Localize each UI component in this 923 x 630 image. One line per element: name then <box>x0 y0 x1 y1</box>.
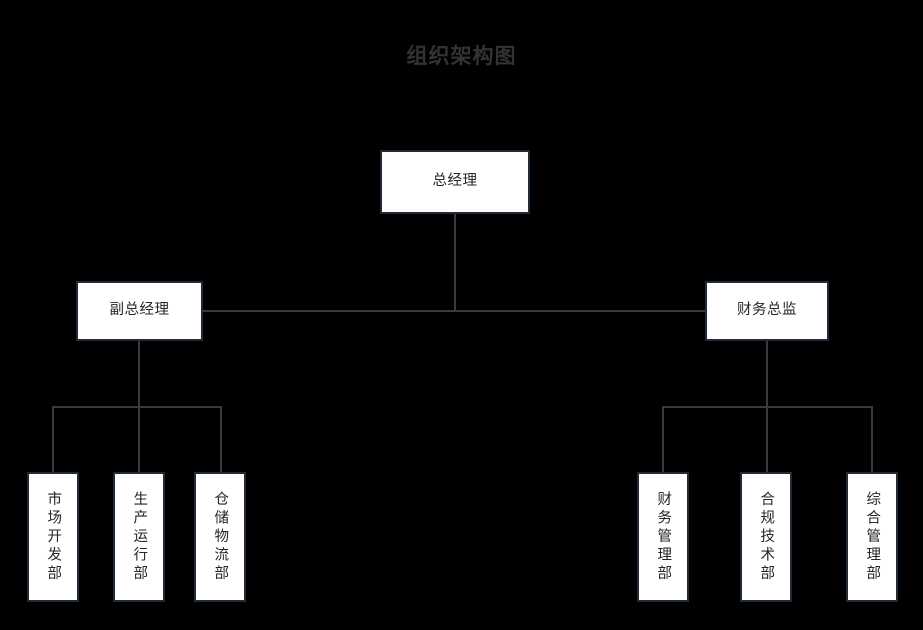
node-finance-director[interactable]: 财务总监 <box>705 281 829 341</box>
node-label-finance-management-dept: 财务管理部 <box>655 490 672 584</box>
connector-dgm-drop-logistics <box>220 406 222 474</box>
connector-cfo-stem <box>766 341 768 408</box>
connector-cfo-drop-admin <box>871 406 873 474</box>
node-label-general-affairs-dept: 综合管理部 <box>864 490 881 584</box>
node-warehouse-logistics-dept[interactable]: 仓储物流部 <box>194 472 246 602</box>
connector-cfo-drop-compliance <box>766 406 768 474</box>
connector-tier2-bar <box>203 310 706 312</box>
node-deputy-general-manager[interactable]: 副总经理 <box>76 281 203 341</box>
node-label-general-manager: 总经理 <box>432 173 478 190</box>
page-title: 组织架构图 <box>406 44 517 68</box>
node-market-development-dept[interactable]: 市场开发部 <box>27 472 79 602</box>
connector-cfo-drop-finance <box>662 406 664 474</box>
node-label-market-development-dept: 市场开发部 <box>45 490 62 584</box>
node-production-operations-dept[interactable]: 生产运行部 <box>113 472 165 602</box>
node-general-affairs-dept[interactable]: 综合管理部 <box>846 472 898 602</box>
connector-gm-stem <box>454 214 456 312</box>
node-compliance-technology-dept[interactable]: 合规技术部 <box>740 472 792 602</box>
connector-dgm-stem <box>138 341 140 408</box>
node-label-warehouse-logistics-dept: 仓储物流部 <box>212 490 229 584</box>
connector-dgm-drop-market <box>52 406 54 474</box>
node-label-deputy-general-manager: 副总经理 <box>109 302 170 319</box>
node-general-manager[interactable]: 总经理 <box>380 150 530 214</box>
node-finance-management-dept[interactable]: 财务管理部 <box>637 472 689 602</box>
connector-dgm-drop-prod <box>138 406 140 474</box>
node-label-finance-director: 财务总监 <box>737 302 797 319</box>
node-label-production-operations-dept: 生产运行部 <box>131 490 148 584</box>
node-label-compliance-technology-dept: 合规技术部 <box>758 490 775 584</box>
connector-dgm-bar <box>52 406 222 408</box>
